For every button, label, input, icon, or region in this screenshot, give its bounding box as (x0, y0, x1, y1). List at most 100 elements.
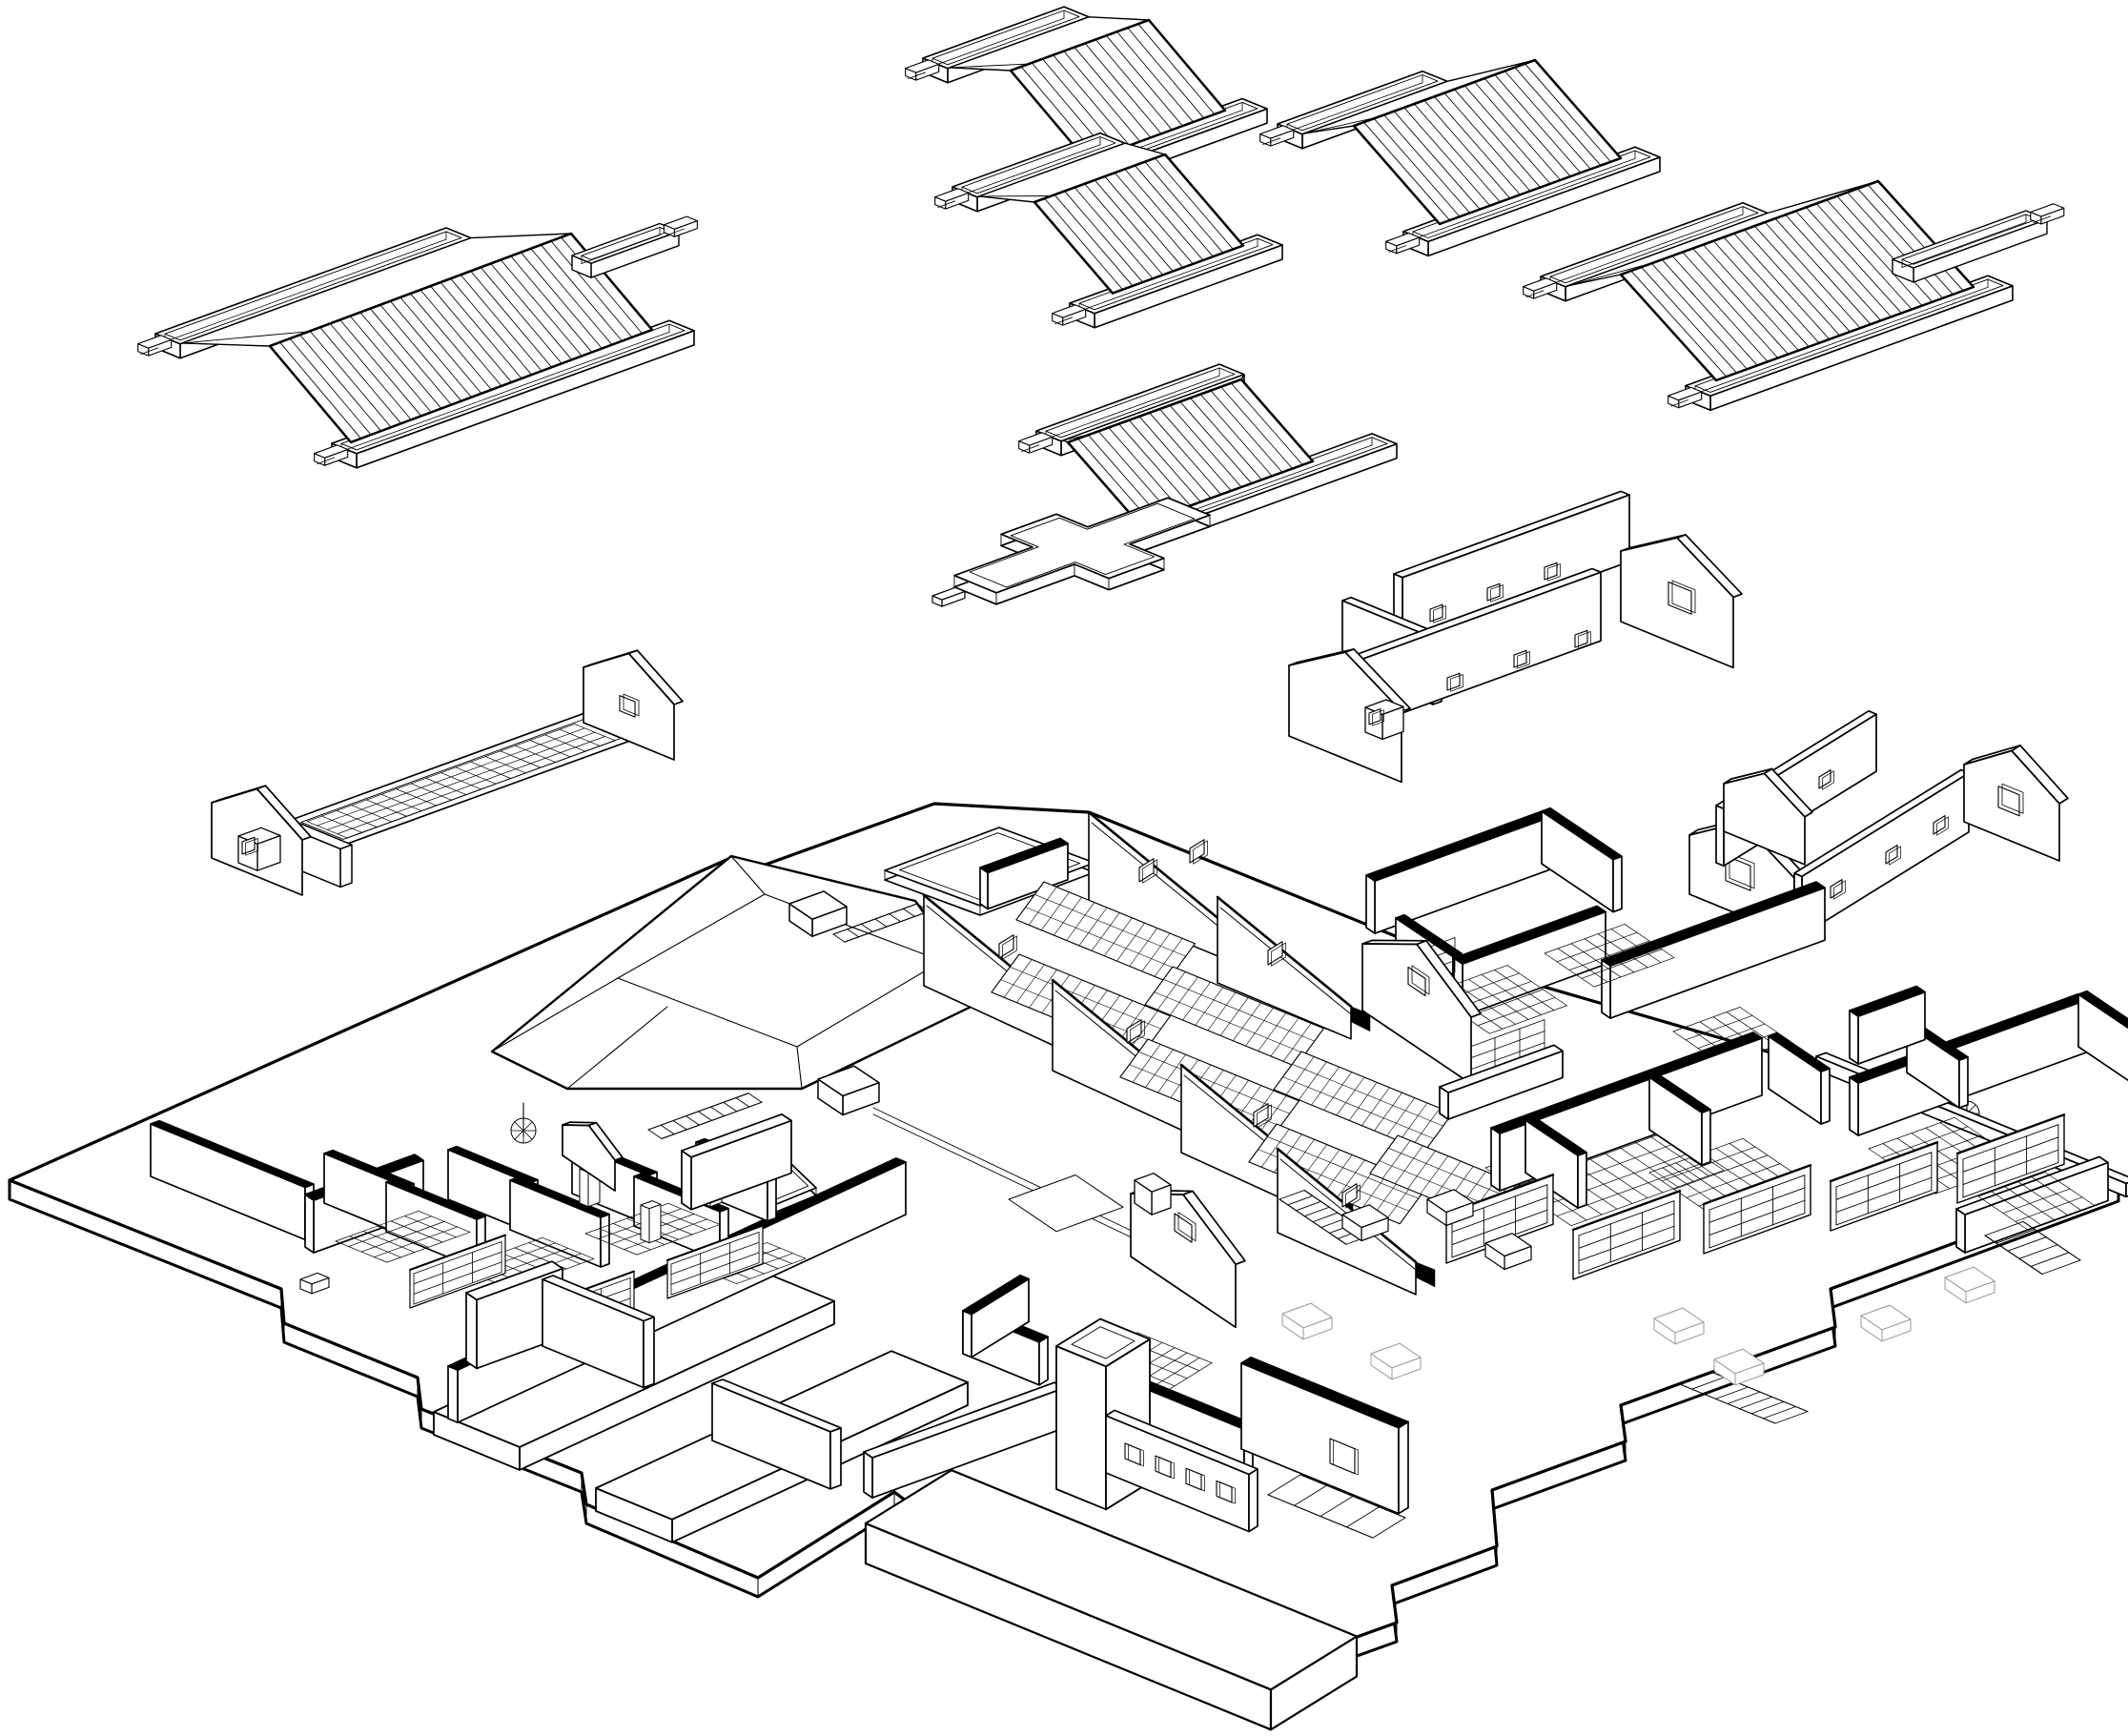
roof-hatch (1095, 38, 1173, 131)
court-floor (1581, 949, 1663, 979)
roof-hatch (1867, 184, 1964, 292)
roof-tiles (1299, 1061, 1327, 1100)
mullion-grid (1962, 1124, 2059, 1160)
roof-tiles (1170, 976, 1198, 1015)
court-floor (1481, 974, 1542, 1015)
terrace-wall (681, 1113, 792, 1158)
court-floor (1494, 970, 1555, 1011)
skylight-box (1944, 1266, 1995, 1293)
court-floor (1455, 983, 1516, 1025)
line (522, 1130, 533, 1140)
roof-hatch (1042, 58, 1119, 150)
line (1262, 137, 1281, 145)
window-reveal (1219, 1481, 1236, 1504)
downspout-stub (1052, 304, 1087, 318)
roof-hatch (1127, 27, 1205, 119)
roof-hatch (480, 266, 563, 364)
roof-hatch (289, 337, 372, 436)
roof-tiles (1267, 1136, 1419, 1199)
mullion-grid (670, 1232, 760, 1265)
line (1901, 221, 2027, 268)
hip-edge (730, 855, 766, 895)
roof-hatch (1137, 23, 1216, 115)
roof-hatch (500, 259, 583, 357)
cut-wall (979, 837, 1069, 874)
roof-tiles (1154, 938, 1183, 977)
roof-hatch (1116, 31, 1194, 123)
small-gable (562, 1124, 616, 1192)
roof-tiles (1066, 902, 1095, 941)
downspout-stub (931, 586, 966, 601)
roof-tiles (1219, 997, 1249, 1036)
roof-tiles (1144, 966, 1174, 1006)
skylight-box (1713, 1348, 1765, 1375)
window-reveal (1158, 1456, 1175, 1480)
roof-hatch (419, 289, 502, 387)
window-opening (1997, 786, 2020, 817)
downspout-stub (2030, 203, 2065, 217)
roof-hatch (1514, 67, 1602, 166)
mullion-grid (670, 1262, 760, 1296)
duct (299, 1272, 330, 1285)
roof-hatch (1785, 214, 1882, 321)
roof-hatch (450, 277, 533, 376)
mullion-grid (1578, 1225, 1675, 1262)
roof-hatch (1702, 244, 1799, 352)
roof-hatch (1483, 77, 1571, 177)
roof-hatch (339, 319, 422, 417)
cut-wall (1648, 1072, 1711, 1113)
window-reveal (1490, 584, 1504, 602)
court-floor (1568, 940, 1650, 970)
roof-hatch (1077, 438, 1151, 521)
court-floor (1506, 965, 1567, 1007)
glazing-grid (347, 740, 616, 839)
roof-hatch (460, 274, 542, 372)
court-stairs (832, 933, 846, 943)
mullion-grid (1962, 1136, 2059, 1173)
room-floor (360, 1221, 445, 1253)
window-reveal (1372, 709, 1384, 726)
roof-hatch (1230, 382, 1303, 466)
court-wall (1955, 1208, 1966, 1254)
cross-roof-tray (953, 497, 1211, 594)
roof-hatch (1443, 92, 1531, 192)
roof-hatch (1114, 172, 1194, 265)
wall-top-edge (1571, 1189, 1682, 1232)
plinth-block (1341, 1204, 1389, 1229)
room-floor (736, 1257, 807, 1284)
mullion-grid (670, 1252, 760, 1285)
cut-wall (447, 1145, 539, 1184)
cut-wall (1849, 985, 1926, 1017)
roof-tiles (1018, 953, 1171, 1017)
stairs (747, 1093, 763, 1103)
line (340, 331, 670, 452)
roof-tiles (1145, 1049, 1174, 1088)
mullion-grid (1469, 1019, 1545, 1048)
mullion-grid (1469, 1042, 1545, 1071)
terrace-wall (465, 1260, 563, 1301)
roof-tiles (1407, 1150, 1436, 1190)
cut-wall (1849, 1076, 1859, 1136)
downspout-stub (1259, 125, 1295, 139)
roof-tiles (1258, 1012, 1287, 1052)
cut-wall (1524, 1115, 1587, 1156)
mullion-grid (670, 1241, 760, 1276)
roof-hatch (1158, 408, 1232, 492)
line (1303, 116, 1379, 134)
roof-hatch (1108, 427, 1181, 510)
roof-hatch (510, 255, 593, 353)
roof-hatch (1434, 95, 1521, 195)
roof-hatch (1210, 390, 1283, 473)
line (1021, 444, 1040, 452)
roof-hatch (490, 263, 573, 360)
room-floor (335, 1210, 419, 1242)
stairs (1727, 1391, 1761, 1404)
roof-hatch (319, 326, 402, 424)
room-floor (374, 1226, 458, 1257)
roof-hatch (1774, 217, 1872, 325)
skylight-box (1860, 1304, 1912, 1331)
roof-tiles (1029, 969, 1057, 1009)
court-floor (1544, 924, 1626, 954)
roof-tiles (1258, 1095, 1287, 1134)
line (317, 457, 336, 464)
